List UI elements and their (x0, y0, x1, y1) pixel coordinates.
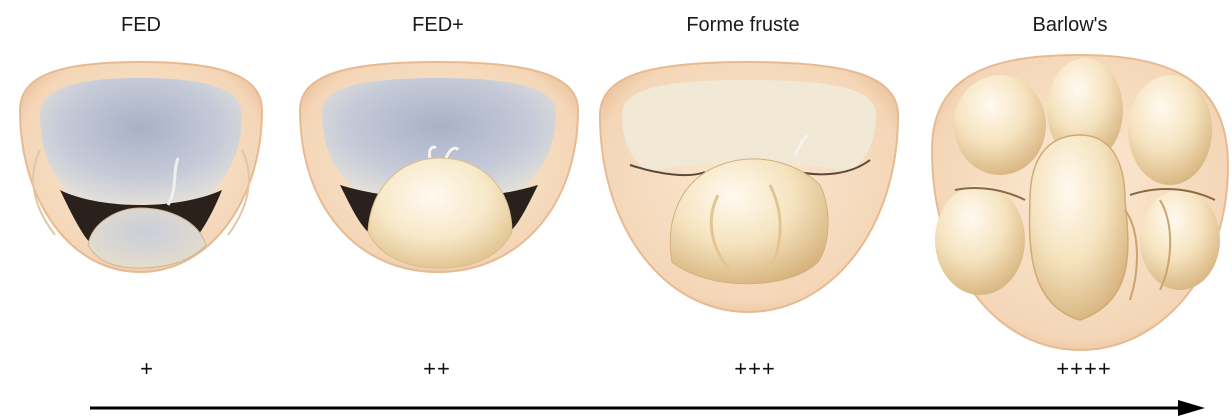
progression-arrow (90, 400, 1205, 416)
severity-grade-fed: + (140, 356, 154, 382)
valve-barlows (932, 55, 1228, 350)
severity-grade-fed-plus: ++ (423, 356, 451, 382)
severity-grade-barlows: ++++ (1056, 356, 1111, 382)
valve-fed-plus (300, 62, 578, 272)
valve-forme-fruste (600, 62, 898, 312)
valve-fed (20, 62, 262, 272)
severity-grade-forme-fruste: +++ (734, 356, 776, 382)
